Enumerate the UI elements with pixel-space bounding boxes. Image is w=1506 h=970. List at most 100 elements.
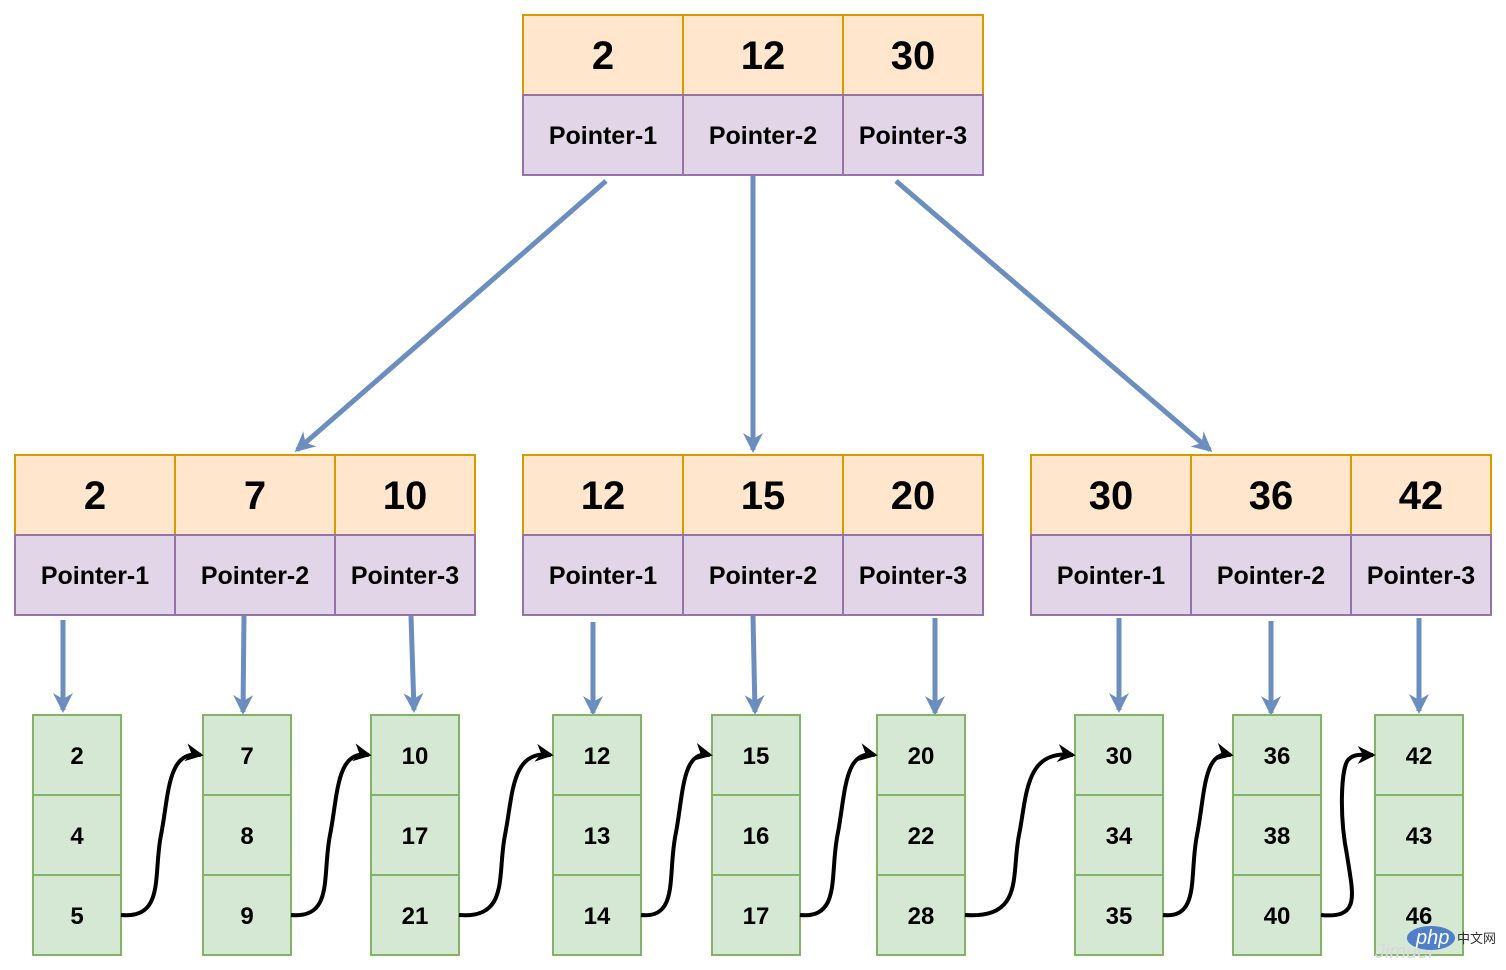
leaf-value: 40	[1264, 903, 1291, 930]
leaf-value: 20	[908, 743, 935, 770]
leaf-link-arrow	[964, 744, 1076, 918]
key-cell	[682, 14, 844, 96]
pointer-cell	[522, 94, 684, 176]
leaf-cell	[1374, 714, 1464, 796]
leaf-cell	[552, 874, 642, 956]
key-label: 30	[891, 34, 936, 78]
key-cell	[1190, 454, 1352, 536]
leaf-node-8: 36 38 40	[1232, 714, 1322, 956]
root-to-internal-arrow	[894, 179, 1213, 452]
leaf-value: 22	[908, 823, 935, 850]
leaf-cell	[202, 714, 292, 796]
leaf-value: 14	[584, 903, 611, 930]
leaf-value: 7	[240, 743, 253, 770]
leaf-value: 15	[743, 743, 770, 770]
pointer-label: Pointer-1	[41, 562, 149, 590]
leaf-value: 38	[1264, 823, 1291, 850]
key-label: 12	[581, 474, 626, 518]
pointer-label: Pointer-3	[351, 562, 459, 590]
key-label: 36	[1249, 474, 1294, 518]
leaf-nodes: 2457891017211213141516172022283034353638…	[32, 714, 1464, 956]
key-cell	[334, 454, 476, 536]
leaf-value: 2	[70, 743, 83, 770]
leaf-link-arrow	[290, 743, 372, 918]
key-label: 20	[891, 474, 936, 518]
leaf-value: 16	[743, 823, 770, 850]
leaf-cell	[876, 794, 966, 876]
leaf-links	[120, 743, 1376, 918]
leaf-cell	[711, 794, 801, 876]
leaf-node-2: 789	[202, 714, 292, 956]
leaf-cell	[1232, 794, 1322, 876]
watermark-logo-text: php	[1415, 927, 1449, 949]
pointer-label: Pointer-3	[859, 562, 967, 590]
leaf-cell	[370, 874, 460, 956]
internal-to-leaf-arrow	[744, 615, 765, 715]
key-label: 2	[592, 34, 614, 78]
leaf-value: 4	[70, 823, 84, 850]
leaf-value: 28	[908, 903, 935, 930]
leaf-cell	[711, 714, 801, 796]
key-label: 12	[741, 34, 786, 78]
php-logo-icon	[1407, 926, 1455, 950]
pointer-cell	[174, 534, 336, 616]
internal-to-leaf-arrow	[233, 615, 254, 715]
key-cell	[1030, 454, 1192, 536]
pointer-cell	[1190, 534, 1352, 616]
leaf-value: 8	[240, 823, 253, 850]
key-label: 42	[1399, 474, 1444, 518]
pointer-cell	[1350, 534, 1492, 616]
leaf-node-1: 2 4 5	[32, 714, 122, 956]
pointer-label: Pointer-2	[1217, 562, 1325, 590]
key-label: 7	[244, 474, 266, 518]
leaf-value: 30	[1106, 743, 1133, 770]
key-cell	[842, 454, 984, 536]
pointer-cell	[14, 534, 176, 616]
key-label: 30	[1089, 474, 1134, 518]
leaf-cell	[202, 874, 292, 956]
pointer-label: Pointer-2	[709, 562, 817, 590]
pointer-label: Pointer-1	[549, 122, 657, 150]
leaf-cell	[1074, 874, 1164, 956]
leaf-cell	[711, 874, 801, 956]
pointer-cell	[334, 534, 476, 616]
leaf-value: 36	[1264, 743, 1291, 770]
leaf-link-arrow	[799, 743, 878, 918]
leaf-value: 5	[70, 903, 83, 930]
leaf-cell	[370, 794, 460, 876]
leaf-link-arrow	[120, 743, 204, 918]
leaf-node-6: 20 22 28	[876, 714, 966, 956]
leaf-cell	[370, 714, 460, 796]
leaf-value: 34	[1106, 823, 1133, 850]
leaf-value: 43	[1406, 823, 1433, 850]
tree-arrows	[53, 176, 1429, 716]
leaf-cell	[1074, 714, 1164, 796]
leaf-value: 35	[1106, 903, 1133, 930]
leaf-value: 42	[1406, 743, 1433, 770]
pointer-label: Pointer-3	[1367, 562, 1475, 590]
leaf-value: 17	[743, 903, 770, 930]
pointer-label: Pointer-3	[859, 122, 967, 150]
pointer-cell	[1030, 534, 1192, 616]
key-label: 2	[84, 474, 106, 518]
pointer-cell	[682, 534, 844, 616]
leaf-value: 10	[402, 743, 429, 770]
key-cell	[1350, 454, 1492, 536]
key-cell	[522, 14, 684, 96]
leaf-cell	[876, 874, 966, 956]
leaf-value: 17	[402, 823, 429, 850]
pointer-label: Pointer-2	[201, 562, 309, 590]
key-label: 15	[741, 474, 786, 518]
leaf-link-arrow	[640, 743, 713, 918]
pointer-label: Pointer-2	[709, 122, 817, 150]
leaf-value: 13	[584, 823, 611, 850]
leaf-link-arrow	[458, 743, 554, 918]
leaf-value: 21	[402, 903, 429, 930]
